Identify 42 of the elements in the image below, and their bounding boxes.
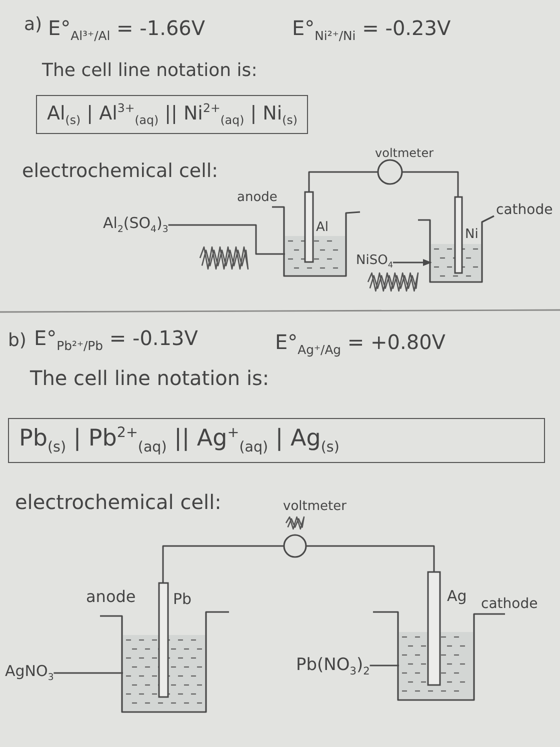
leader-arrow	[393, 258, 432, 266]
voltmeter-symbol	[283, 534, 307, 558]
leader-line	[54, 672, 123, 674]
electrode-label: anode	[237, 190, 278, 206]
instruction-text: The cell line notation is:	[30, 366, 270, 391]
component-label: voltmeter	[283, 499, 346, 516]
wire	[402, 171, 459, 197]
wire	[308, 171, 378, 192]
electrode-label: anode	[86, 587, 136, 607]
electrode-potential: E°$_{Pb²⁺/Pb}$ = -0.13V	[34, 326, 198, 354]
voltmeter-symbol	[377, 159, 403, 185]
part-label: a)	[24, 14, 42, 36]
solution-label: AgNO$_{3}$	[5, 662, 54, 684]
section-heading: electrochemical cell:	[22, 160, 218, 184]
instruction-text: The cell line notation is:	[42, 60, 258, 82]
solution-label: Pb(NO$_{3}$)$_{2}$	[296, 655, 370, 679]
electrolyte-solution	[123, 635, 205, 711]
metal-label: Al	[316, 220, 329, 236]
component-label: voltmeter	[375, 146, 434, 161]
electrolyte-solution	[285, 236, 345, 275]
metal-label: Pb	[173, 590, 192, 609]
cell-notation-box: Pb$_{(s)}$ | Pb$^{2+}$$_{(aq)}$ || Ag$^{+}$$_{(aq)}$ | Ag$_{(s)}$	[8, 418, 545, 463]
electrode-rod	[427, 571, 441, 686]
electrode-potential: E°$_{Ni²⁺/Ni}$ = -0.23V	[292, 16, 451, 44]
leader-line	[370, 664, 399, 666]
electrode-rod	[454, 196, 463, 274]
cell-notation-box: Al$_{(s)}$ | Al$^{3+}$$_{(aq)}$ || Ni$^{2+}$$_{(aq)}$ | Ni$_{(s)}$	[36, 95, 308, 134]
electrode-potential: E°$_{Ag⁺/Ag}$ = +0.80V	[275, 330, 446, 358]
electrode-potential: E°$_{Al³⁺/Al}$ = -1.66V	[48, 16, 206, 44]
electrode-rod	[158, 582, 169, 698]
wire	[306, 545, 435, 572]
solution-label: Al$_{2}$(SO$_{4}$)$_{3}$	[103, 214, 168, 236]
metal-label: Ni	[465, 227, 478, 244]
electrode-label: cathode	[496, 202, 553, 220]
electrode-label: cathode	[481, 596, 538, 614]
solution-label: NiSO$_{4}$	[356, 253, 393, 271]
section-heading: electrochemical cell:	[15, 490, 222, 515]
part-label: b)	[8, 330, 26, 352]
wire	[162, 545, 284, 583]
metal-label: Ag	[447, 587, 467, 606]
electrode-rod	[304, 191, 314, 263]
leader-line	[168, 224, 285, 255]
